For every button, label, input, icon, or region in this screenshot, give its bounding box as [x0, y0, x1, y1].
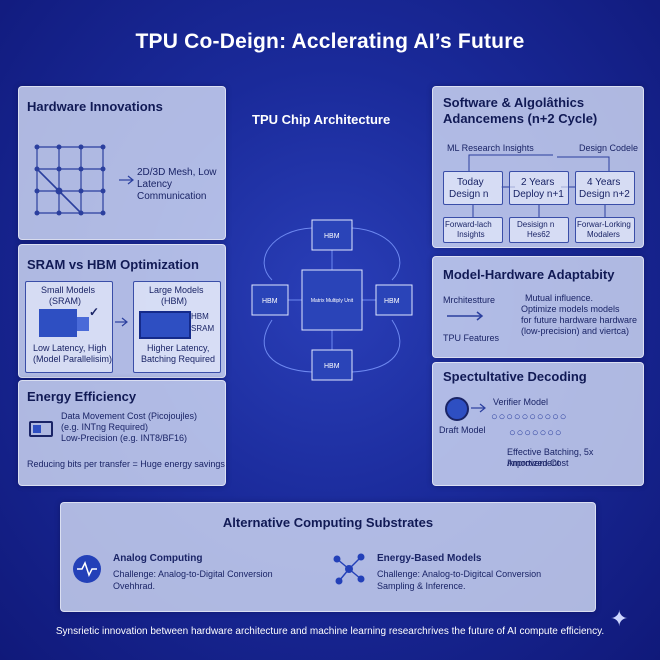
spec-panel: Spectultative Decoding Draft Model Verif…	[432, 362, 644, 486]
stage-box	[509, 171, 569, 205]
adapt-line-4: (low-precision) and viertca)	[521, 326, 630, 336]
sram-hbm-panel: SRAM vs HBM Optimization Small Models (S…	[18, 244, 226, 378]
stage-line-2: Design n	[449, 189, 489, 200]
energy-models-line-1: Challenge: Analog-to-Digitcal Conversion	[377, 569, 542, 579]
spec-line-1: Effective Batching, 5x Improvement	[507, 447, 594, 468]
hbm-stack-icon	[139, 311, 191, 339]
analog-line-1: Challenge: Analog-to-Digital Conversion	[113, 569, 273, 579]
hardware-panel: Hardware Innovations 2D/3D Mesh, Low Lat…	[18, 86, 226, 240]
energy-title: Energy Efficiency	[27, 389, 137, 404]
mesh-text-2: Latency Communication	[137, 179, 207, 202]
stage-box	[443, 171, 503, 205]
hardware-title: Hardware Innovations	[27, 99, 163, 114]
energy-line-1: Data Movement Cost (Picojoujles)	[61, 411, 198, 421]
design-code-label: Design Codele	[579, 143, 639, 153]
spec-title: Spectultative Decoding	[443, 369, 587, 384]
sparkle-icon: ✦	[610, 606, 629, 631]
large-caption-1: Higher Latency,	[147, 343, 210, 353]
chip-label-right: HBM	[384, 298, 400, 305]
stage-line-1: Today	[457, 177, 484, 188]
large-models-label-1: Large Models	[149, 285, 204, 295]
small-caption-1: Low Latency, High	[33, 343, 107, 353]
software-panel: Software & Algolâthics Adancemens (n+2 C…	[432, 86, 644, 248]
sub-line-2: Insights	[457, 230, 485, 239]
pulse-icon	[73, 555, 101, 583]
alt-title: Alternative Computing Substrates	[222, 515, 434, 530]
arrow-right-icon	[447, 311, 484, 321]
mesh-grid-icon	[34, 144, 106, 216]
large-models-label-2: (HBM)	[161, 296, 187, 306]
sub-box	[575, 217, 635, 243]
architecture-label: Mrchitestture	[443, 295, 496, 305]
sub-line-1: Forwar-Lorking	[577, 220, 631, 229]
battery-icon	[29, 421, 53, 437]
footer-text: Synsrietic innovation between hardware a…	[55, 626, 605, 637]
chip-label-bottom: HBM	[324, 363, 340, 370]
small-models-label-1: Small Models	[41, 285, 96, 295]
tpu-chip-diagram: HBM HBM HBM HBM Matrix Multiply Unit	[251, 219, 413, 381]
sub-line-2: Hes62	[527, 230, 551, 239]
sub-box	[509, 217, 569, 243]
chip-label-left: HBM	[262, 298, 278, 305]
software-title-2: Adancemens (n+2 Cycle)	[443, 111, 598, 126]
energy-panel: Energy Efficiency Data Movement Cost (Pi…	[18, 380, 226, 486]
energy-line-2: (e.g. INTng Required)	[61, 422, 149, 432]
large-caption-2: Batching Required	[141, 354, 216, 364]
draft-model-label: Draft Model	[439, 425, 486, 435]
arrow-right-icon	[115, 317, 128, 327]
adapt-line-3: for future hardware hardware	[521, 315, 638, 325]
network-icon	[333, 553, 365, 585]
sram-block-small-icon	[77, 317, 89, 331]
energy-models-line-2: Sampling & Inference.	[377, 581, 466, 591]
tpu-chip-title: TPU Chip Architecture	[252, 112, 391, 127]
stage-line-1: 4 Years	[587, 177, 621, 188]
sub-box	[443, 217, 503, 243]
check-icon: ✓	[89, 305, 100, 319]
draft-model-icon	[445, 397, 469, 421]
sram-block-icon	[39, 309, 77, 337]
token-circles-row-2: ○○○○○○○	[509, 427, 563, 439]
stage-box	[575, 171, 635, 205]
tpu-features-label: TPU Features	[443, 333, 500, 343]
adapt-title: Model-Hardware Adaptabity	[443, 267, 615, 282]
ml-insights-label: ML Research Insights	[447, 143, 534, 153]
alt-panel: Alternative Computing Substrates Analog …	[60, 502, 596, 612]
stage-line-1: 2 Years	[521, 177, 555, 188]
sub-line-1: Forward-lach	[445, 220, 492, 229]
page-title: TPU Co-Deign: Acclerating AI’s Future	[135, 30, 525, 53]
sub-line-2: Modalers	[587, 230, 620, 239]
analog-title: Analog Computing	[113, 553, 203, 564]
energy-note: Reducing bits per transfer = Huge energy…	[27, 459, 225, 469]
chip-core-label: Matrix Multiply Unit	[311, 298, 354, 304]
adapt-panel: Model-Hardware Adaptabity Mrchitestture …	[432, 256, 644, 358]
large-side-1: HBM	[191, 312, 209, 321]
chip-label-top: HBM	[324, 233, 340, 240]
mesh-text-1: 2D/3D Mesh, Low	[137, 167, 217, 178]
arrow-right-icon	[119, 175, 134, 185]
token-circles-row-1: ○○○○○○○○○○	[491, 411, 568, 423]
verifier-label: Verifier Model	[493, 397, 549, 407]
small-caption-2: (Model Parallelisim)	[33, 354, 113, 364]
stage-line-2: Design n+2	[579, 189, 630, 200]
cycle-arrows	[468, 154, 610, 217]
energy-models-title: Energy-Based Models	[377, 553, 482, 564]
small-models-label-2: (SRAM)	[49, 296, 81, 306]
large-side-2: SRAM	[191, 324, 215, 333]
adapt-line-2: Optimize models models	[521, 304, 620, 314]
energy-line-3: Low-Precision (e.g. INT8/BF16)	[61, 433, 188, 443]
analog-line-2: Ovehhrad.	[113, 581, 156, 591]
sram-title: SRAM vs HBM Optimization	[27, 257, 199, 272]
adapt-line-1: Mutual influence.	[525, 293, 594, 303]
stage-line-2: Deploy n+1	[513, 189, 564, 200]
software-title-1: Software & Algolâthics	[443, 95, 585, 110]
spec-line-2: Amortized Cost	[507, 458, 569, 468]
arrow-right-icon	[471, 403, 486, 413]
sub-line-1: Desisign n	[517, 220, 555, 229]
